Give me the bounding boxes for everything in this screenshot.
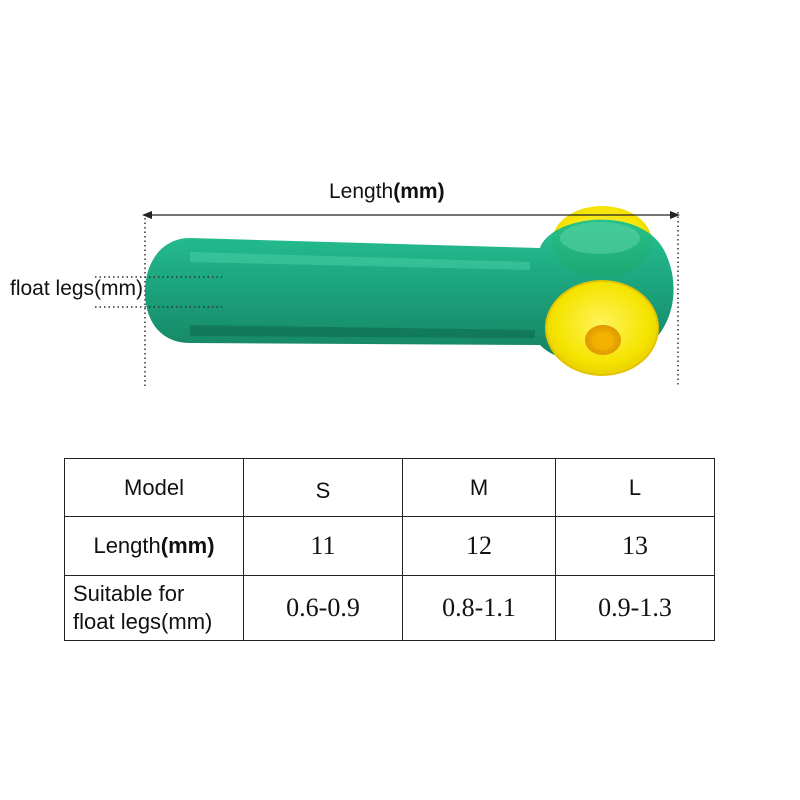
body-shadow	[190, 325, 535, 338]
product-diagram	[95, 206, 680, 388]
length-arrow-right	[670, 211, 680, 219]
body-highlight	[190, 252, 530, 270]
suitable-l-value: 0.9-1.3	[555, 575, 715, 641]
length-l-value: 13	[555, 516, 715, 576]
length-row-unit: (mm)	[160, 533, 215, 558]
length-row-label: Length	[93, 533, 161, 558]
length-label-cell: Length(mm)	[64, 516, 244, 576]
float-legs-label: float legs(mm)	[10, 277, 144, 300]
suitable-label-cell: Suitable for float legs(mm)	[64, 575, 244, 641]
ring-highlight	[560, 222, 640, 254]
length-s-value: 11	[243, 516, 403, 576]
length-arrow-left	[142, 211, 152, 219]
model-header-cell: Model	[64, 458, 244, 517]
suitable-s-value: 0.6-0.9	[243, 575, 403, 641]
green-float-body	[145, 219, 674, 364]
size-s-cell: S	[243, 458, 403, 517]
table-row-length: Length(mm) 11 12 13	[64, 516, 715, 576]
suitable-m-value: 0.8-1.1	[402, 575, 556, 641]
suitable-label-line2: float legs(mm)	[73, 609, 213, 634]
length-label-unit: (mm)	[393, 180, 445, 203]
spec-table: Model S M L Length(mm) 11 12 13 Suitable…	[64, 458, 715, 641]
table-row-suitable: Suitable for float legs(mm) 0.6-0.9 0.8-…	[64, 575, 715, 641]
length-m-value: 12	[402, 516, 556, 576]
center-hole-inner	[592, 332, 614, 350]
length-dimension-label: Length(mm)	[329, 180, 445, 204]
suitable-label-line1: Suitable for	[73, 581, 185, 606]
size-m-cell: M	[402, 458, 556, 517]
size-l-cell: L	[555, 458, 715, 517]
yellow-front-cap-rim	[545, 280, 659, 376]
table-row-model: Model S M L	[64, 458, 715, 517]
length-label-text: Length	[329, 180, 394, 203]
